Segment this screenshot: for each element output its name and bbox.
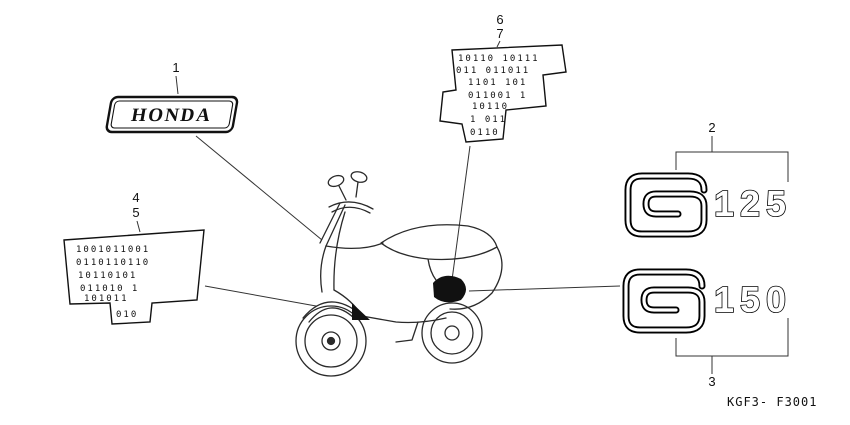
binary-row: 10110101 [78,271,137,281]
front-wheel-hub [321,331,341,351]
floor-shadow-patch [352,303,370,320]
right-mirror-stalk [355,181,359,198]
binary-row: 101011 [84,294,129,304]
binary-row: 011001 1 [468,91,527,101]
at-mark-150-icon [626,272,702,330]
left-mirror [327,174,345,188]
binary-row: 1 011 [470,115,507,125]
callout-4: 4 [132,190,139,205]
front-cowl [320,245,327,293]
callout-6: 6 [496,12,503,27]
right-mirror [350,171,368,183]
front-wheel-tire [295,305,367,377]
honda-emblem-outer-border [105,95,239,134]
leg-shield-top [325,242,384,250]
windshield [319,202,341,244]
front-axle [326,336,336,346]
callout-3: 3 [708,374,715,389]
binary-row: 011 011011 [456,66,530,76]
binary-row: 10110 10111 [458,54,540,64]
sticker-left: 1001011001 0110110110 10110101 011010 1 … [63,229,205,325]
diagram-code: KGF3- F3001 [727,395,817,409]
body-seam [427,258,437,281]
seat [380,224,498,261]
emblem-125-number: 125 [714,183,792,224]
floorboard [333,289,447,324]
handlebar [328,201,374,210]
callout-5: 5 [132,205,139,220]
left-mirror-stalk [338,185,347,201]
rear-wheel-tire [421,302,483,364]
body-sticker-patch [433,275,466,303]
leader-callout5-to-sticker [136,220,141,233]
leader-body-to-150-emblem [468,285,621,292]
emblem-150-number: 150 [714,279,792,320]
sticker-left-outline [63,229,205,325]
honda-emblem: HONDA [105,95,239,134]
front-fork [333,211,346,291]
sticker-top: 10110 10111 011 011011 1101 101 011001 1… [439,44,567,143]
leader-callout1-to-emblem [175,75,179,95]
binary-row: 10110 [472,102,509,112]
front-wheel-rim [304,314,358,368]
rear-wheel-rim [430,311,474,355]
binary-row: 011010 1 [80,284,139,294]
leader-leftsticker-to-body [204,285,317,307]
callout-7: 7 [496,26,503,41]
rear-wheel-hub [444,325,460,341]
front-fender-inner [308,307,355,323]
callout-1: 1 [172,60,179,75]
windshield-inner [325,204,346,247]
scooter-illustration [295,171,503,377]
handlebar-lower [331,206,371,214]
emblem-150: 150 [626,272,792,330]
tail-cowl [449,246,503,310]
bracket-part3 [675,318,789,357]
binary-row: 010 [116,310,138,320]
honda-emblem-inner-border [110,100,234,129]
callout-2: 2 [708,120,715,135]
binary-row: 1001011001 [76,245,150,255]
bracket-part2 [675,151,789,182]
leader-topsticker-to-body [451,145,471,281]
at-mark-125-icon [628,176,704,234]
leader-callout7-to-sticker [496,40,501,48]
emblem-125: 125 [628,176,792,234]
honda-emblem-text: HONDA [130,105,214,126]
leader-emblem-to-scooter [195,135,323,241]
binary-row: 0110110110 [76,258,150,268]
binary-row: 1101 101 [468,78,527,88]
sticker-top-outline [439,44,567,143]
center-stand [395,321,419,343]
binary-row: 0110 [470,128,500,138]
